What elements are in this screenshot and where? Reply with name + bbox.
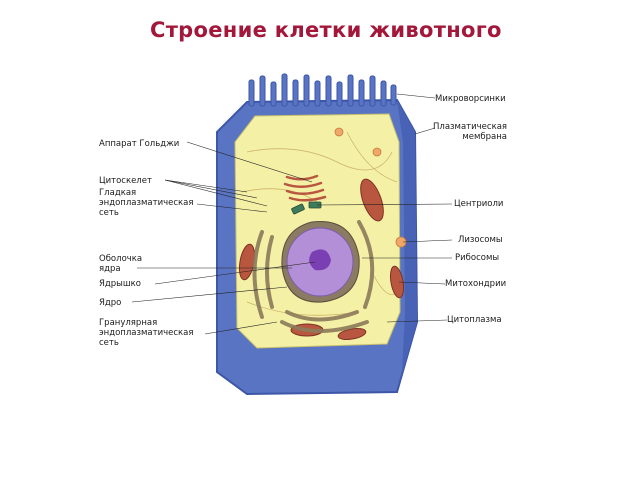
cell-illustration bbox=[131, 73, 453, 396]
label-ribosomes: Рибосомы bbox=[455, 253, 500, 263]
label-nuclear-envelope: Оболочка ядра bbox=[99, 254, 143, 274]
golgi-apparatus bbox=[283, 174, 327, 202]
lysosomes bbox=[334, 127, 407, 248]
label-lysosomes: Лизосомы bbox=[458, 235, 503, 245]
microvilli-group bbox=[248, 73, 397, 107]
label-plasma-membrane: Плазматическая мембрана bbox=[433, 122, 508, 142]
label-cytoplasm: Цитоплазма bbox=[447, 315, 502, 325]
cell-diagram: Микроворсинки Плазматическая мембрана Ап… bbox=[97, 72, 507, 400]
centrioles bbox=[291, 201, 322, 215]
label-smooth-er: Гладкая эндоплазматическая сеть bbox=[99, 188, 194, 218]
rough-er bbox=[252, 220, 375, 333]
nucleolus bbox=[309, 249, 331, 271]
label-nucleolus: Ядрышко bbox=[99, 279, 142, 289]
label-rough-er: Гранулярная эндоплазматическая сеть bbox=[99, 318, 194, 348]
label-mitochondria: Митохондрии bbox=[445, 279, 507, 289]
label-golgi: Аппарат Гольджи bbox=[99, 139, 180, 149]
label-cytoskeleton: Цитоскелет bbox=[99, 176, 152, 186]
label-microvilli: Микроворсинки bbox=[435, 94, 506, 104]
label-centrioles: Центриоли bbox=[454, 199, 504, 209]
pointer-lines bbox=[131, 93, 453, 335]
slide-title: Строение клетки животного bbox=[150, 18, 502, 42]
label-nucleus: Ядро bbox=[99, 298, 122, 308]
